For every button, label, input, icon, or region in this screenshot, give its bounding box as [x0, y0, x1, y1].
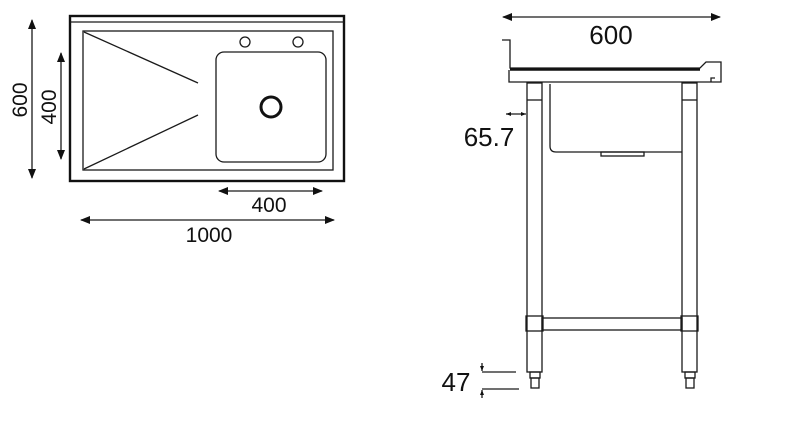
tap-hole-icon	[292, 36, 304, 48]
sink-outline	[68, 14, 346, 183]
bowl-profile	[549, 84, 682, 153]
front-lip	[710, 77, 715, 82]
dim-bowl-depth-label: 400	[38, 89, 61, 124]
shelf-bracket	[680, 315, 699, 332]
dim-side-depth-label: 600	[589, 20, 632, 50]
sink-bowl	[215, 51, 327, 163]
undershelf	[541, 317, 683, 331]
dim-depth-label: 600	[9, 82, 32, 117]
foot-right	[684, 371, 696, 379]
drainer-line	[83, 114, 199, 170]
tap-hole-icon	[239, 36, 251, 48]
dim-bowl-width-label: 400	[251, 194, 286, 217]
worktop-profile	[502, 39, 722, 83]
dim-total-width-label: 1000	[186, 224, 233, 247]
drainer-line	[83, 31, 199, 84]
dim-foot-height-label: 47	[442, 367, 471, 397]
dim-leg-offset-label: 65.7	[464, 122, 515, 152]
leg-left	[526, 82, 543, 373]
drain-plate	[600, 151, 645, 157]
drain-icon	[259, 95, 283, 119]
foot-left	[530, 377, 540, 389]
foot-right	[685, 377, 695, 389]
top-view: 600 400 400 1000	[9, 14, 346, 247]
inner-top	[82, 30, 334, 171]
side-view: 600 65.7 47	[442, 13, 722, 398]
leg-right	[681, 82, 698, 373]
foot-left	[529, 371, 541, 379]
shelf-bracket	[525, 315, 544, 332]
